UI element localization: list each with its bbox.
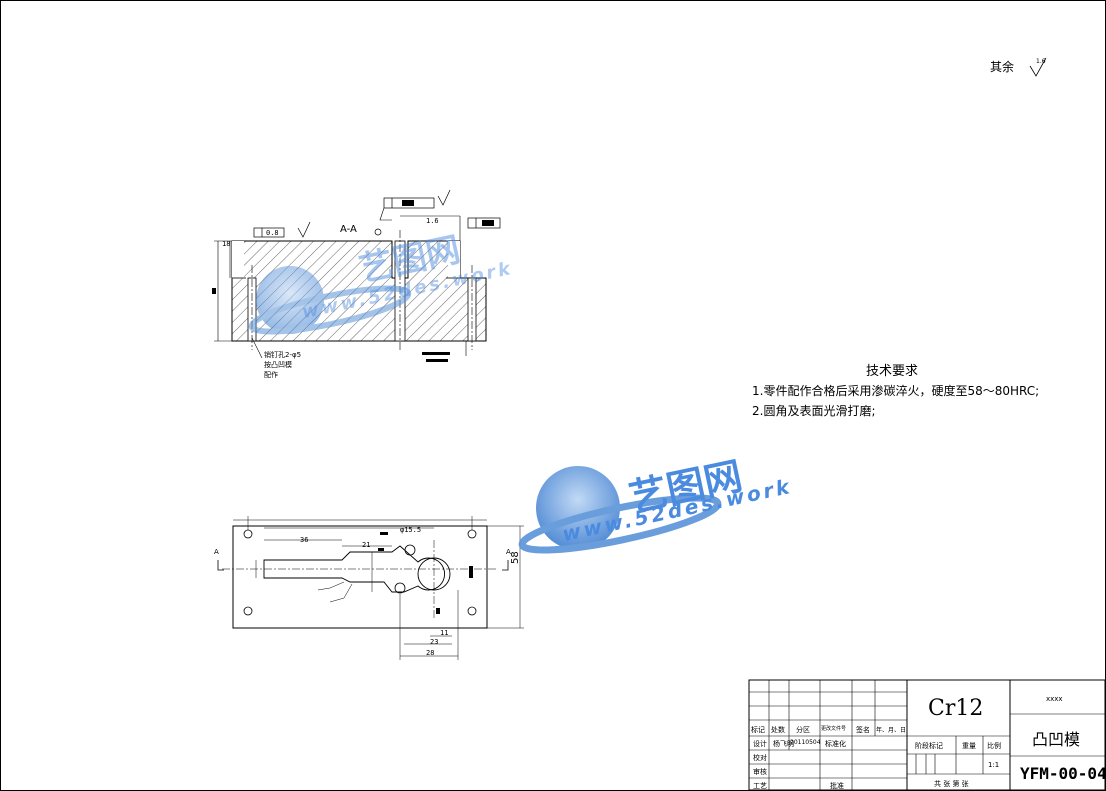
tb-drawing-no: YFM-00-04	[1020, 764, 1106, 783]
tb-material: Cr12	[928, 696, 984, 721]
tb-sheets: 共 张 第 张	[934, 780, 969, 788]
tb-date: 20110504	[790, 739, 821, 746]
tb-header-docno: 更改文件号	[821, 726, 847, 732]
dim-36: 36	[300, 536, 309, 544]
watermark-middle	[518, 466, 722, 554]
dim-23: 23	[430, 638, 439, 646]
slot-profile	[263, 545, 445, 593]
tech-req-title: 技术要求	[866, 364, 919, 379]
tb-design-label: 设计	[753, 740, 767, 748]
dim-rough-small2: 0.8	[266, 229, 279, 237]
title-block	[748, 679, 1106, 791]
tb-part-name: 凸凹模	[1032, 730, 1081, 749]
tb-designer: 杨飞明	[773, 740, 794, 748]
tb-process: 工艺	[753, 782, 767, 790]
dim-58: 58	[510, 551, 521, 564]
tb-weight: 重量	[962, 742, 976, 750]
tb-header-sign: 签名	[856, 726, 870, 734]
pin-hole-note-3: 配作	[264, 371, 278, 379]
tb-company: xxxx	[1046, 695, 1063, 703]
roughness-value: 1.6	[1036, 58, 1046, 65]
tech-req-item-2: 2.圆角及表面光滑打磨;	[752, 404, 876, 418]
tb-header-zone: 分区	[796, 726, 810, 734]
tech-req-item-1: 1.零件配作合格后采用渗碳淬火，硬度至58～80HRC;	[752, 384, 1040, 398]
tb-review: 审核	[753, 768, 767, 776]
watermark-top	[248, 266, 412, 335]
dim-diameter: φ15.5	[400, 526, 422, 534]
tb-header-mark: 标记	[751, 726, 765, 734]
tb-header-date: 年、月、日	[876, 727, 907, 734]
dim-28: 28	[426, 649, 435, 657]
tb-stage: 阶段标记	[915, 742, 943, 750]
dim-21: 21	[362, 541, 371, 549]
section-marker-left: A	[214, 548, 219, 556]
pin-hole-note: 销钉孔2-φ5	[264, 351, 302, 359]
plate-outline	[232, 525, 488, 629]
roughness-label: 其余	[990, 60, 1015, 74]
tb-standardize: 标准化	[825, 740, 846, 748]
plan-view	[217, 516, 524, 660]
pin-hole-note-2: 按凸凹模	[264, 361, 292, 369]
dim-rough-small: 1.6	[426, 217, 439, 225]
section-label: A-A	[340, 224, 357, 235]
dim-11: 11	[440, 629, 449, 637]
tb-scale-label: 比例	[987, 742, 1001, 750]
tb-scale: 1:1	[988, 761, 1000, 769]
tb-approve: 批准	[830, 782, 844, 790]
dim-18: 18	[222, 240, 231, 248]
tb-check: 校对	[753, 754, 767, 762]
tb-header-count: 处数	[771, 726, 785, 734]
roughness-symbol	[1029, 57, 1047, 77]
section-marker-right: A	[506, 548, 511, 556]
